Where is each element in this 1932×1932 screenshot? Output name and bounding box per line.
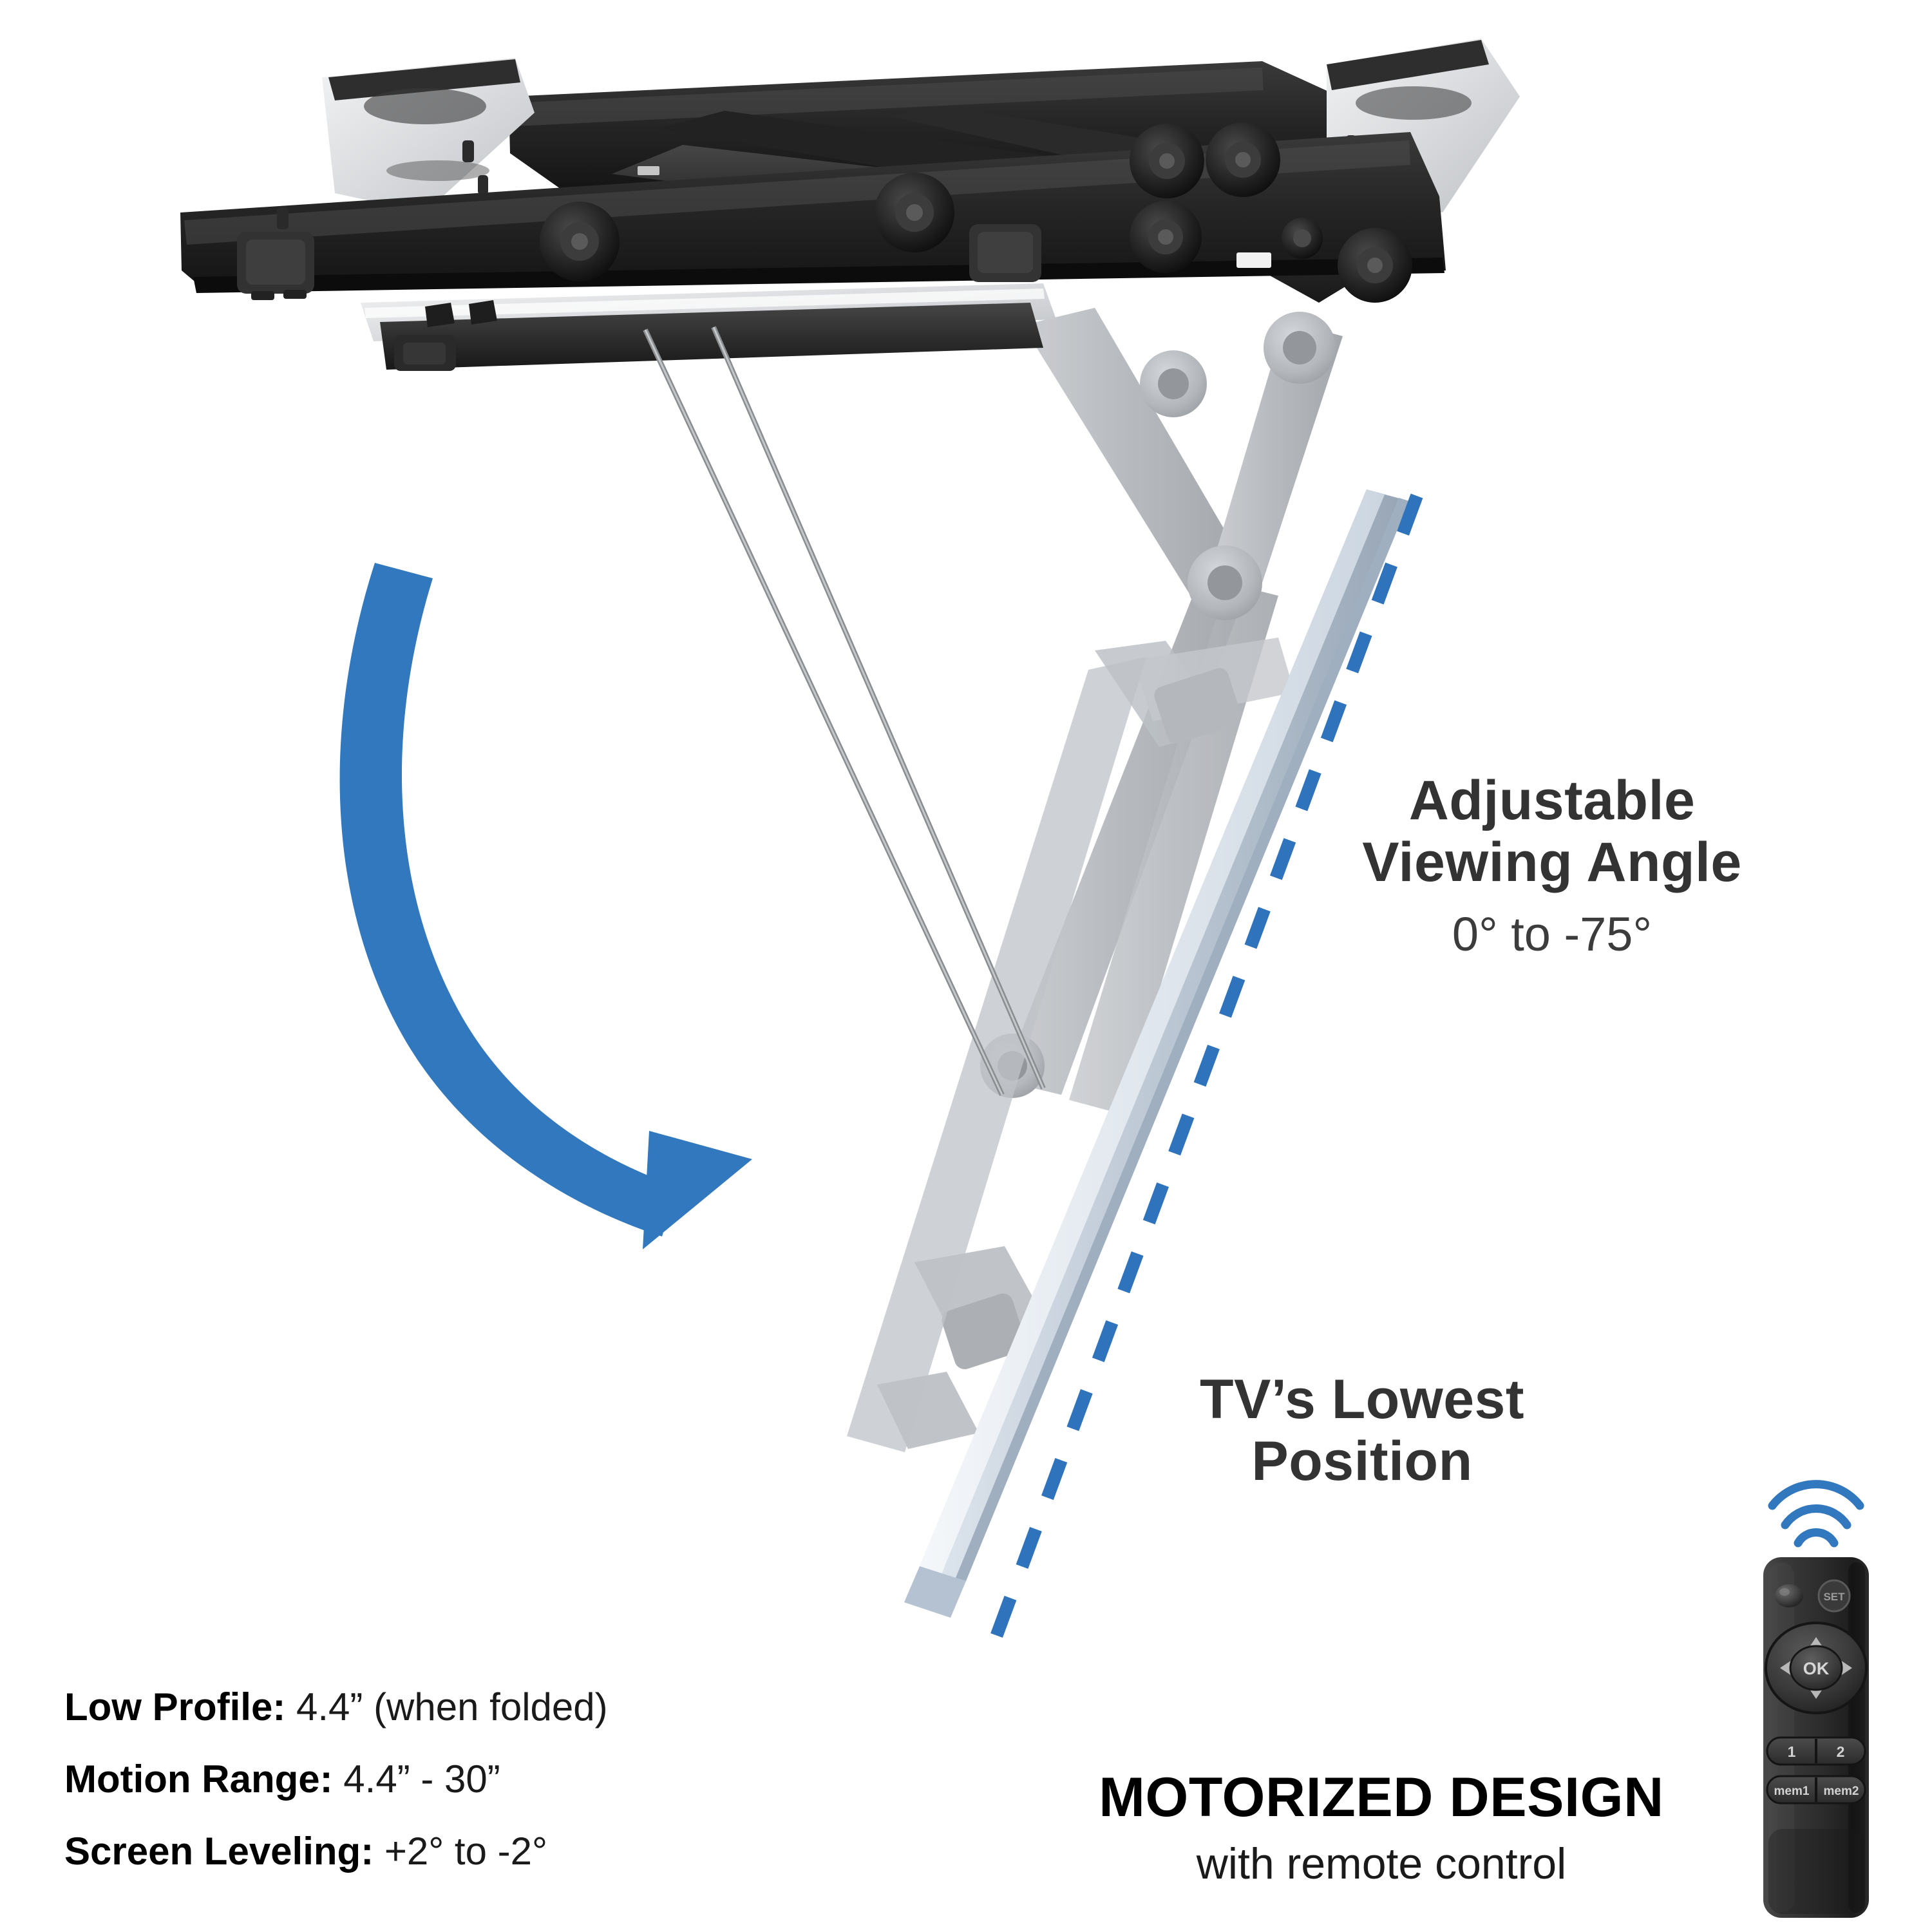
viewing-angle-line1: Adjustable bbox=[1408, 770, 1696, 831]
spec-label-screen-leveling: Screen Leveling: bbox=[64, 1830, 374, 1873]
motorized-design-block: MOTORIZED DESIGN with remote control bbox=[992, 1766, 1771, 1889]
lowest-position-line2: Position bbox=[1251, 1430, 1473, 1493]
spec-label-low-profile: Low Profile: bbox=[64, 1685, 286, 1728]
ceiling-mount-assembly bbox=[180, 39, 1520, 371]
spec-value-screen-leveling: +2° to -2° bbox=[384, 1830, 547, 1873]
specification-list: Low Profile: 4.4” (when folded) Motion R… bbox=[64, 1685, 837, 1873]
viewing-angle-line2: Viewing Angle bbox=[1362, 831, 1742, 894]
preset-2-label: 2 bbox=[1837, 1743, 1845, 1760]
ghost-lowered-assembly bbox=[847, 308, 1343, 1452]
spec-label-motion-range: Motion Range: bbox=[64, 1757, 333, 1801]
mem-1-label: mem1 bbox=[1774, 1785, 1810, 1798]
motion-direction-arrow bbox=[339, 563, 752, 1249]
motorized-design-subtitle: with remote control bbox=[1196, 1839, 1567, 1888]
set-button bbox=[1817, 1579, 1851, 1613]
mem-2-label: mem2 bbox=[1824, 1785, 1859, 1798]
preset-1-label: 1 bbox=[1788, 1743, 1796, 1760]
set-button-label: SET bbox=[1823, 1591, 1845, 1603]
motorized-design-title: MOTORIZED DESIGN bbox=[1099, 1766, 1664, 1828]
pivot-joint-group bbox=[540, 122, 1412, 303]
spec-row-motion-range: Motion Range: 4.4” - 30” bbox=[64, 1757, 837, 1801]
support-cables bbox=[643, 326, 1046, 1096]
spec-value-low-profile: 4.4” (when folded) bbox=[296, 1685, 608, 1728]
ir-led-icon bbox=[1775, 1584, 1803, 1607]
ok-button-label: OK bbox=[1803, 1659, 1830, 1678]
callout-adjustable-viewing-angle: Adjustable Viewing Angle 0° to -75° bbox=[1314, 770, 1790, 961]
spec-row-screen-leveling: Screen Leveling: +2° to -2° bbox=[64, 1829, 837, 1873]
spec-value-motion-range: 4.4” - 30” bbox=[343, 1757, 500, 1801]
wifi-signal-icon bbox=[1768, 1480, 1864, 1548]
viewing-angle-range: 0° to -75° bbox=[1452, 907, 1653, 961]
callout-tv-lowest-position: TV’s Lowest Position bbox=[1117, 1368, 1607, 1493]
remote-control-illustration: SET OK 1 2 mem1 mem2 bbox=[1739, 1468, 1906, 1919]
lowest-position-line1: TV’s Lowest bbox=[1199, 1368, 1525, 1430]
ok-button bbox=[1789, 1645, 1843, 1691]
spec-row-low-profile: Low Profile: 4.4” (when folded) bbox=[64, 1685, 837, 1729]
